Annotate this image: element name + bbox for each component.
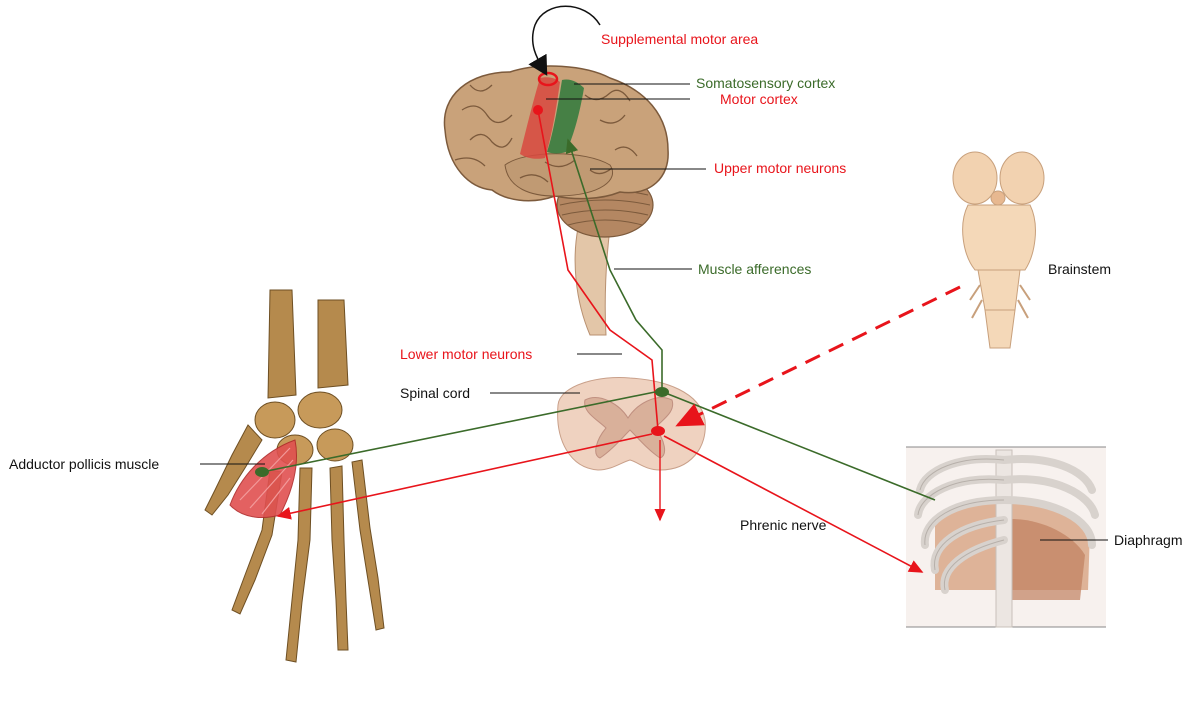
label-somatosensory-cortex: Somatosensory cortex [696,75,835,91]
label-adductor-pollicis-muscle: Adductor pollicis muscle [9,456,159,472]
label-phrenic-nerve: Phrenic nerve [740,517,827,533]
diaphragm-afferent-path [668,394,935,500]
label-lower-motor-neurons: Lower motor neurons [400,346,532,362]
ventral-horn-node [651,426,665,436]
spinal-cord-illustration [558,377,706,470]
phrenic-nerve-path [664,436,922,572]
brainstem-dashed-path [678,287,960,425]
hand-skeleton-illustration [205,290,384,662]
dorsal-horn-node [655,387,669,397]
sma-loop-arrow [533,6,600,72]
label-motor-cortex: Motor cortex [720,91,798,107]
label-muscle-afferences: Muscle afferences [698,261,811,277]
brainstem-illustration [953,152,1044,348]
label-spinal-cord: Spinal cord [400,385,470,401]
motor-cortex-node [533,105,543,115]
brain-illustration [444,66,668,335]
label-diaphragm: Diaphragm [1114,532,1182,548]
label-upper-motor-neurons: Upper motor neurons [714,160,846,176]
label-supplemental-motor-area: Supplemental motor area [601,31,758,47]
thorax-illustration [906,447,1106,627]
label-brainstem: Brainstem [1048,261,1111,277]
hand-receptor-node [255,467,269,477]
